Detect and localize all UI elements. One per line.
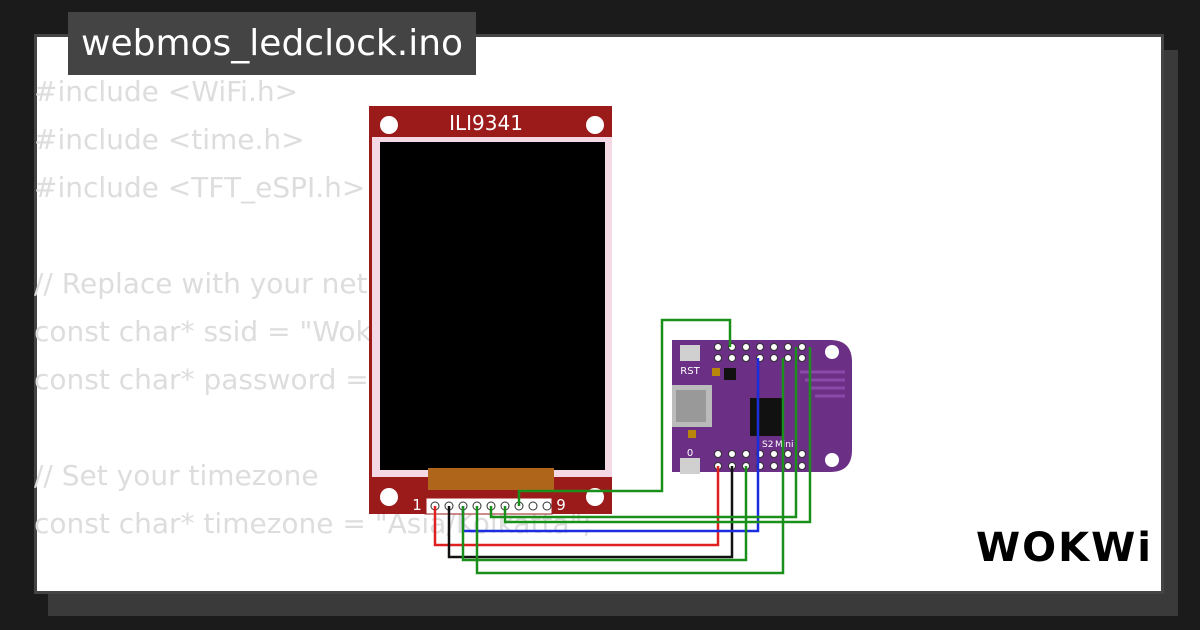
board-pin[interactable] xyxy=(714,343,722,351)
display-label: ILI9341 xyxy=(449,111,523,135)
mount-hole xyxy=(586,116,604,134)
antenna-icon xyxy=(800,370,845,398)
wire-green[interactable] xyxy=(461,466,748,562)
rst-label: RST xyxy=(680,366,700,377)
model-label: S2 xyxy=(762,440,773,450)
board-pin[interactable] xyxy=(742,450,750,458)
mount-hole xyxy=(825,345,839,359)
wires xyxy=(433,318,812,575)
board-pin[interactable] xyxy=(742,343,750,351)
board-pin[interactable] xyxy=(770,354,778,362)
board-pin[interactable] xyxy=(798,354,806,362)
board-pin[interactable] xyxy=(756,343,764,351)
component xyxy=(688,430,696,438)
mount-hole xyxy=(825,453,839,467)
header-pin[interactable] xyxy=(528,501,538,511)
code-line: // Set your timezone xyxy=(34,459,319,492)
board-pin[interactable] xyxy=(784,450,792,458)
mount-hole xyxy=(380,488,398,506)
board-pin[interactable] xyxy=(742,354,750,362)
usb-port xyxy=(676,390,706,422)
board-pin[interactable] xyxy=(728,450,736,458)
wire-green[interactable] xyxy=(475,358,785,575)
board-pin[interactable] xyxy=(784,462,792,470)
board-pin[interactable] xyxy=(770,462,778,470)
wire-green[interactable] xyxy=(489,347,798,519)
board-pin[interactable] xyxy=(784,354,792,362)
wire-red[interactable] xyxy=(433,466,720,547)
display-flex-cable xyxy=(428,468,554,490)
wire-green[interactable] xyxy=(517,318,732,506)
pin-label-last: 9 xyxy=(556,496,566,514)
code-line: #include <WiFi.h> xyxy=(34,75,299,108)
boot-button[interactable] xyxy=(680,458,700,474)
code-line: #include <time.h> xyxy=(34,123,305,156)
wire-black[interactable] xyxy=(447,466,734,559)
sketch-title: webmos_ledclock.ino xyxy=(68,12,477,75)
board-pin[interactable] xyxy=(714,450,722,458)
board-pin[interactable] xyxy=(714,354,722,362)
code-line: #include <TFT_eSPI.h> xyxy=(34,171,366,204)
pin-label-first: 1 xyxy=(412,496,422,514)
board-pin[interactable] xyxy=(798,462,806,470)
board-pin[interactable] xyxy=(798,343,806,351)
chip-small xyxy=(724,368,736,380)
esp32-s2-chip xyxy=(750,398,782,436)
mount-hole xyxy=(586,488,604,506)
component xyxy=(712,368,720,376)
mount-hole xyxy=(380,116,398,134)
board-pin[interactable] xyxy=(770,343,778,351)
display-screen xyxy=(380,142,605,470)
board-pin[interactable] xyxy=(770,450,778,458)
board-pin[interactable] xyxy=(728,354,736,362)
board-pin[interactable] xyxy=(798,450,806,458)
rst-button[interactable] xyxy=(680,345,700,361)
boot-label: 0 xyxy=(687,448,693,459)
board-pin[interactable] xyxy=(784,343,792,351)
esp32-s2-mini-board[interactable]: RST 0 S2 Mini xyxy=(672,340,852,474)
ili9341-display[interactable]: ILI9341 1 9 xyxy=(369,106,612,515)
header-pin[interactable] xyxy=(542,501,552,511)
wokwi-logo: WOKWi xyxy=(976,525,1153,571)
wire-green[interactable] xyxy=(503,347,812,524)
